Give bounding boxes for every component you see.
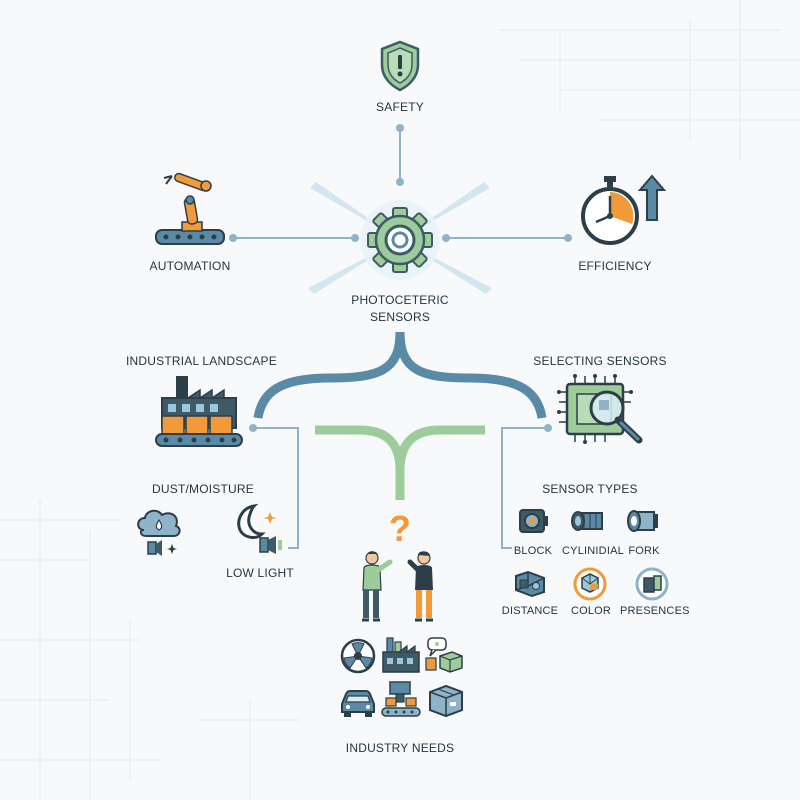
safety-label: SAFETY (376, 100, 424, 114)
block-sensor-icon (519, 509, 548, 533)
presence-sensor-icon (635, 567, 669, 601)
selecting-sensors-label: SELECTING SENSORS (533, 354, 667, 368)
gear-icon (367, 207, 433, 273)
center-label: PHOTOCETERIC SENSORS (340, 292, 460, 326)
car-icon (341, 690, 375, 717)
factory-icon (155, 376, 243, 447)
fan-icon (340, 638, 376, 674)
fork-left (315, 425, 405, 500)
left-bracket (253, 427, 299, 549)
moon-icon (237, 503, 282, 554)
fork-sensor-icon (627, 510, 658, 532)
fork-right (395, 425, 485, 471)
dust-moisture-label: DUST/MOISTURE (152, 482, 254, 496)
robot-arm-icon (155, 172, 225, 245)
cardboard-box-icon (429, 684, 463, 718)
sensor-type-presence: PRESENCES (620, 605, 690, 617)
box-delivery-icon (425, 637, 463, 673)
shield-icon (380, 40, 420, 92)
machine-conveyor-icon (381, 681, 421, 717)
arrow-up-icon (637, 174, 667, 221)
sensor-types-label: SENSOR TYPES (542, 482, 638, 496)
person-left (362, 551, 393, 622)
photoelectric-sensor-hub (308, 182, 492, 294)
brace-right (395, 331, 547, 419)
sensor-type-color: COLOR (570, 605, 612, 617)
sensor-type-block: BLOCK (513, 545, 553, 557)
chip-magnifier-icon (557, 374, 643, 444)
stopwatch-icon (581, 174, 667, 245)
automation-label: AUTOMATION (149, 259, 231, 273)
industrial-landscape-label: INDUSTRIAL LANDSCAPE (126, 354, 277, 368)
right-bracket (501, 427, 548, 549)
cylindrical-sensor-icon (571, 511, 603, 531)
center-label-line2: SENSORS (369, 310, 431, 324)
two-people-discussing-icon (362, 551, 433, 622)
sensor-type-cylindrical: CYLINIDIAL (562, 545, 624, 557)
distance-sensor-icon (515, 570, 545, 598)
brace-left (253, 331, 405, 419)
person-right (407, 551, 433, 622)
sensor-type-fork: FORK (628, 545, 660, 557)
factory-small-icon (382, 637, 420, 673)
efficiency-label: EFFICIENCY (578, 259, 652, 273)
cloud-droplet-icon (137, 509, 181, 556)
question-mark: ? (388, 508, 412, 549)
sensor-type-distance: DISTANCE (501, 605, 559, 617)
center-label-line1: PHOTOCETERIC (351, 293, 449, 307)
color-sensor-icon (573, 567, 607, 601)
industry-needs-label: INDUSTRY NEEDS (345, 741, 455, 755)
low-light-label: LOW LIGHT (226, 566, 294, 580)
